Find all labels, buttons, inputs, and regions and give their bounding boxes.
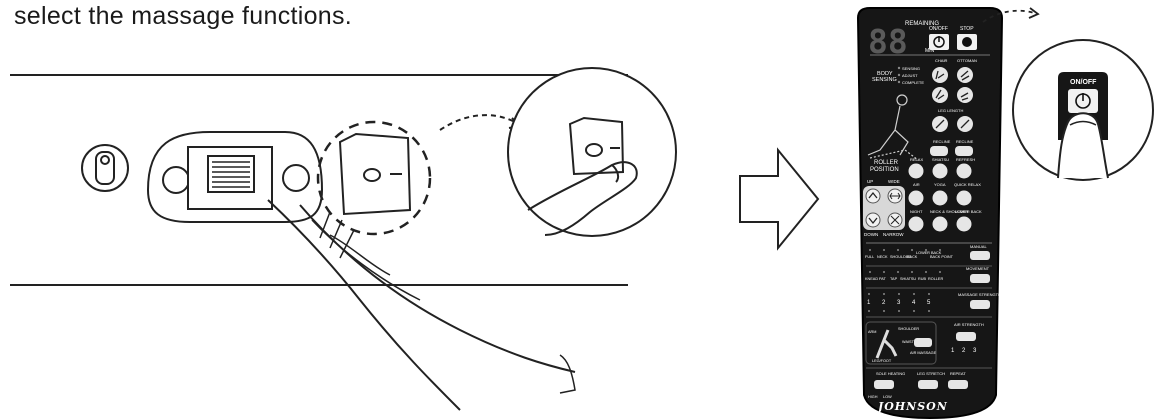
chair-label: CHAIR — [935, 58, 948, 63]
yoga-button[interactable] — [933, 191, 948, 206]
ottoman-button[interactable] — [957, 67, 973, 83]
sole-heating-label: SOLE HEATING — [876, 371, 905, 376]
onoff-button[interactable] — [929, 34, 949, 50]
shiatsu-program-button[interactable] — [933, 164, 948, 179]
night-button[interactable] — [909, 217, 924, 232]
roller-position-title-2: POSITION — [870, 167, 899, 173]
sole-heating-button[interactable] — [874, 380, 894, 389]
program-label: AIR — [913, 182, 920, 187]
movement-button[interactable] — [970, 274, 990, 283]
recline-label: RECLINE — [933, 139, 951, 144]
leg-stretch-label: LEG STRETCH — [917, 371, 945, 376]
program-label: RELAX — [910, 157, 923, 162]
area-label: FULL — [865, 255, 874, 259]
leg-length-out-button[interactable] — [957, 116, 973, 132]
roller-wide-button[interactable] — [888, 189, 902, 203]
program-label: SHIATSU — [932, 157, 949, 162]
roller-up-button[interactable] — [866, 189, 880, 203]
massage-strength-button[interactable] — [970, 300, 990, 309]
program-label: LOWER BACK — [955, 209, 982, 214]
zoom-power-button-icon — [1068, 89, 1098, 113]
movement-item-label: PAT — [879, 277, 887, 281]
dashed-arrow-icon — [440, 115, 520, 130]
remote-control: REMAINING 88 MIN ON/OFF STOP BODY SENSIN… — [858, 8, 1002, 418]
body-sensing-state: ADJUST — [902, 73, 918, 78]
area-label: BACK — [907, 255, 918, 259]
repeat-label: REPEAT — [950, 371, 966, 376]
program-label: QUICK RELAX — [954, 182, 981, 187]
rocker-switch-icon — [340, 134, 410, 214]
next-step-arrow-icon — [740, 150, 818, 248]
movement-label: MOVEMENT — [966, 266, 990, 271]
air-area-label: WAIST — [902, 340, 915, 344]
refresh-button[interactable] — [957, 164, 972, 179]
movement-item-label: RUB — [918, 277, 926, 281]
lower-back-button[interactable] — [957, 217, 972, 232]
roller-narrow-label: NARROW — [883, 232, 904, 237]
low-label: LOW — [883, 395, 892, 399]
onoff-label: ON/OFF — [929, 26, 948, 32]
roller-narrow-button[interactable] — [888, 213, 902, 227]
body-sensing-state: SENSING — [902, 66, 920, 71]
stop-label: STOP — [960, 26, 974, 32]
ottoman-label: OTTOMAN — [957, 58, 977, 63]
stop-button[interactable] — [957, 34, 977, 50]
body-sensing-state: COMPLETE — [902, 80, 924, 85]
roller-position-title-1: ROLLER — [874, 160, 899, 166]
leg-length-in-button[interactable] — [932, 116, 948, 132]
high-label: HIGH — [868, 395, 878, 399]
chair-recline-button[interactable] — [932, 67, 948, 83]
roller-down-label: DOWN — [864, 232, 878, 237]
recline-right-button[interactable] — [955, 146, 973, 156]
zoom-onoff-label: ON/OFF — [1070, 79, 1097, 86]
recline-label: RECLINE — [956, 139, 974, 144]
air-program-button[interactable] — [909, 191, 924, 206]
movement-item-label: TAP — [890, 277, 898, 281]
movement-item-label: ROLLER — [928, 277, 943, 281]
program-label: NIGHT — [910, 209, 923, 214]
relax-button[interactable] — [909, 164, 924, 179]
ottoman-down-button[interactable] — [957, 87, 973, 103]
air-area-label: LEG/FOOT — [872, 359, 892, 363]
movement-item-label: SHIATSU — [900, 277, 916, 281]
recline-left-button[interactable] — [930, 146, 948, 156]
air-massage-label: AIR MASSAGE — [910, 351, 937, 355]
fuse-knob-icon — [82, 145, 128, 191]
chair-upright-button[interactable] — [932, 87, 948, 103]
neck-shoulder-button[interactable] — [933, 217, 948, 232]
movement-item-label: KNEAD — [865, 277, 878, 281]
power-switch-illustration — [10, 68, 676, 410]
air-massage-button[interactable] — [914, 338, 932, 347]
roller-down-button[interactable] — [866, 213, 880, 227]
area-label: BACK POINT — [930, 255, 954, 259]
body-sensing-title-2: SENSING — [872, 77, 897, 83]
massage-strength-label: MASSAGE STRENGTH — [958, 292, 1001, 297]
leg-stretch-button[interactable] — [918, 380, 938, 389]
air-area-label: SHOULDER — [898, 327, 919, 331]
manual-button[interactable] — [970, 251, 990, 260]
roller-up-label: UP — [867, 179, 873, 184]
program-label: REFRESH — [956, 157, 975, 162]
onoff-zoom-callout: ON/OFF — [1013, 40, 1153, 180]
air-area-label: ARM — [868, 330, 876, 334]
program-label: YOGA — [934, 182, 946, 187]
air-strength-label: AIR STRENGTH — [954, 322, 984, 327]
switch-zoom-circle — [508, 68, 676, 236]
brand-logo: JOHNSON — [876, 400, 948, 413]
manual-label: MANUAL — [970, 244, 987, 249]
area-label: NECK — [877, 255, 888, 259]
quick-relax-button[interactable] — [957, 191, 972, 206]
roller-wide-label: WIDE — [888, 179, 900, 184]
leg-length-label: LEG LENGTH — [938, 108, 963, 113]
repeat-button[interactable] — [948, 380, 968, 389]
air-strength-button[interactable] — [956, 332, 976, 341]
